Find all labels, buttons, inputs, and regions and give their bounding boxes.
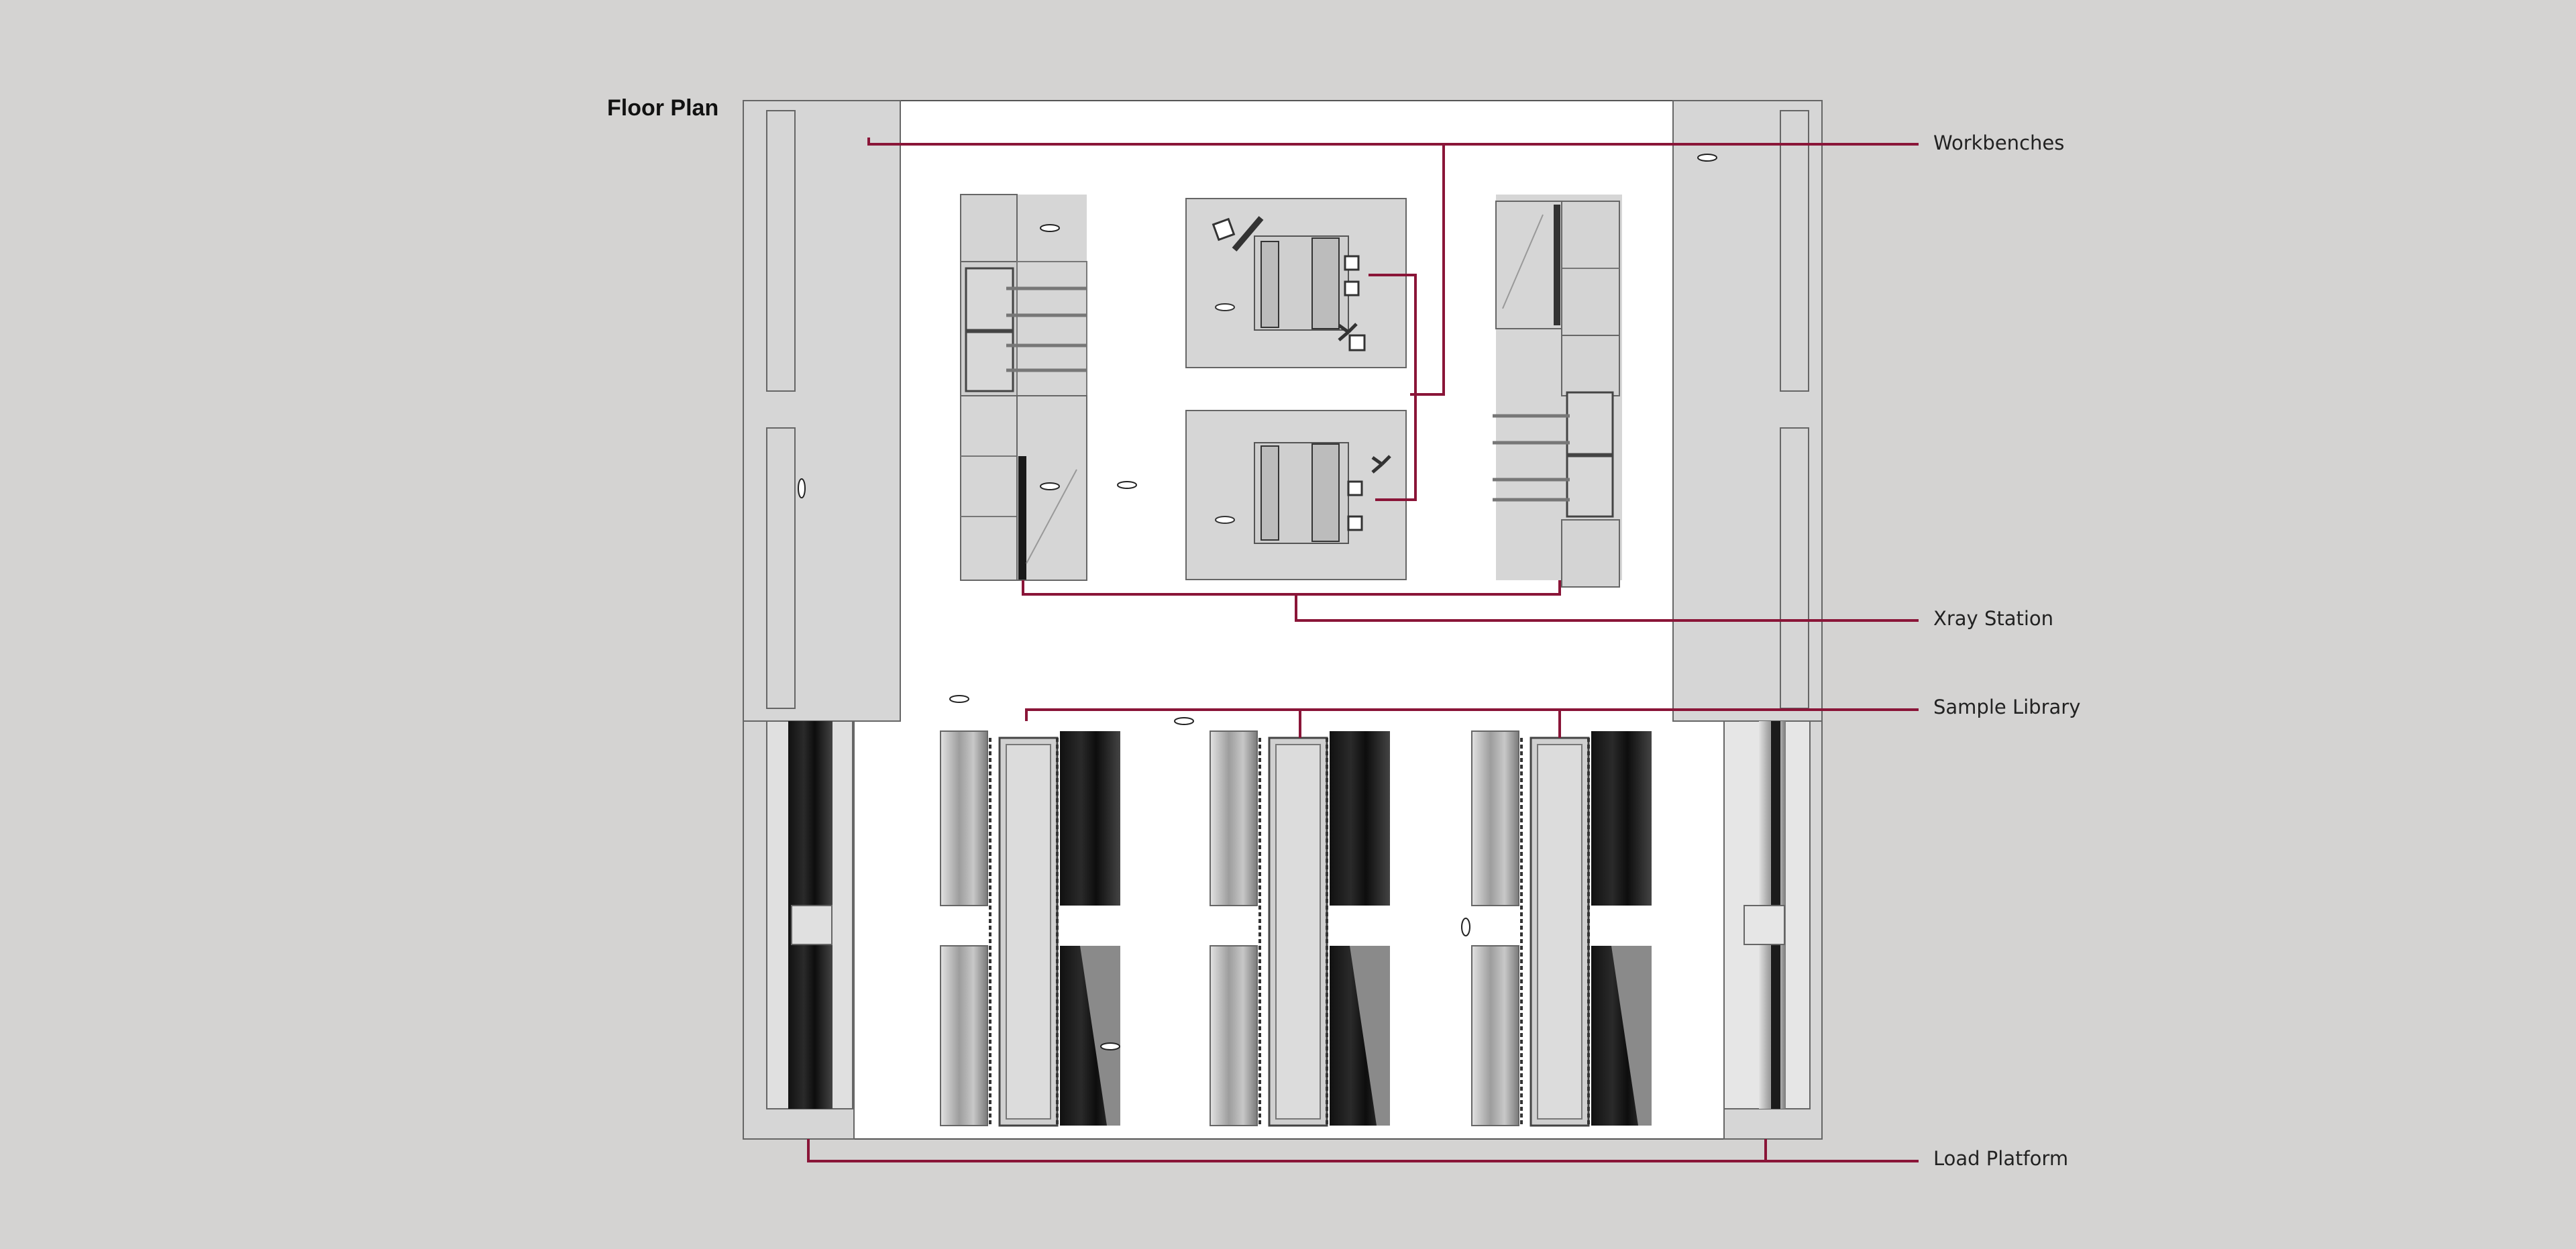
occupant-markers — [798, 154, 1717, 1050]
workbench-middle-bottom — [1185, 410, 1407, 580]
left-wall-block — [743, 100, 901, 1140]
callout-xray-station: Xray Station — [1933, 607, 2054, 630]
library-shelf-2 — [1210, 730, 1390, 1127]
callout-sample-library: Sample Library — [1933, 696, 2081, 718]
workbench-left-cluster — [960, 194, 1087, 581]
workbench-right-cluster — [1493, 195, 1622, 588]
callout-lines — [807, 138, 1919, 1162]
workbench-middle-top — [1185, 198, 1407, 368]
page-title: Floor Plan — [607, 95, 719, 121]
callout-load-platform: Load Platform — [1933, 1147, 2069, 1170]
callout-workbenches: Workbenches — [1933, 131, 2065, 154]
right-wall-block — [1672, 100, 1823, 1140]
library-shelf-1 — [940, 730, 1120, 1127]
library-shelf-3 — [1471, 730, 1652, 1127]
